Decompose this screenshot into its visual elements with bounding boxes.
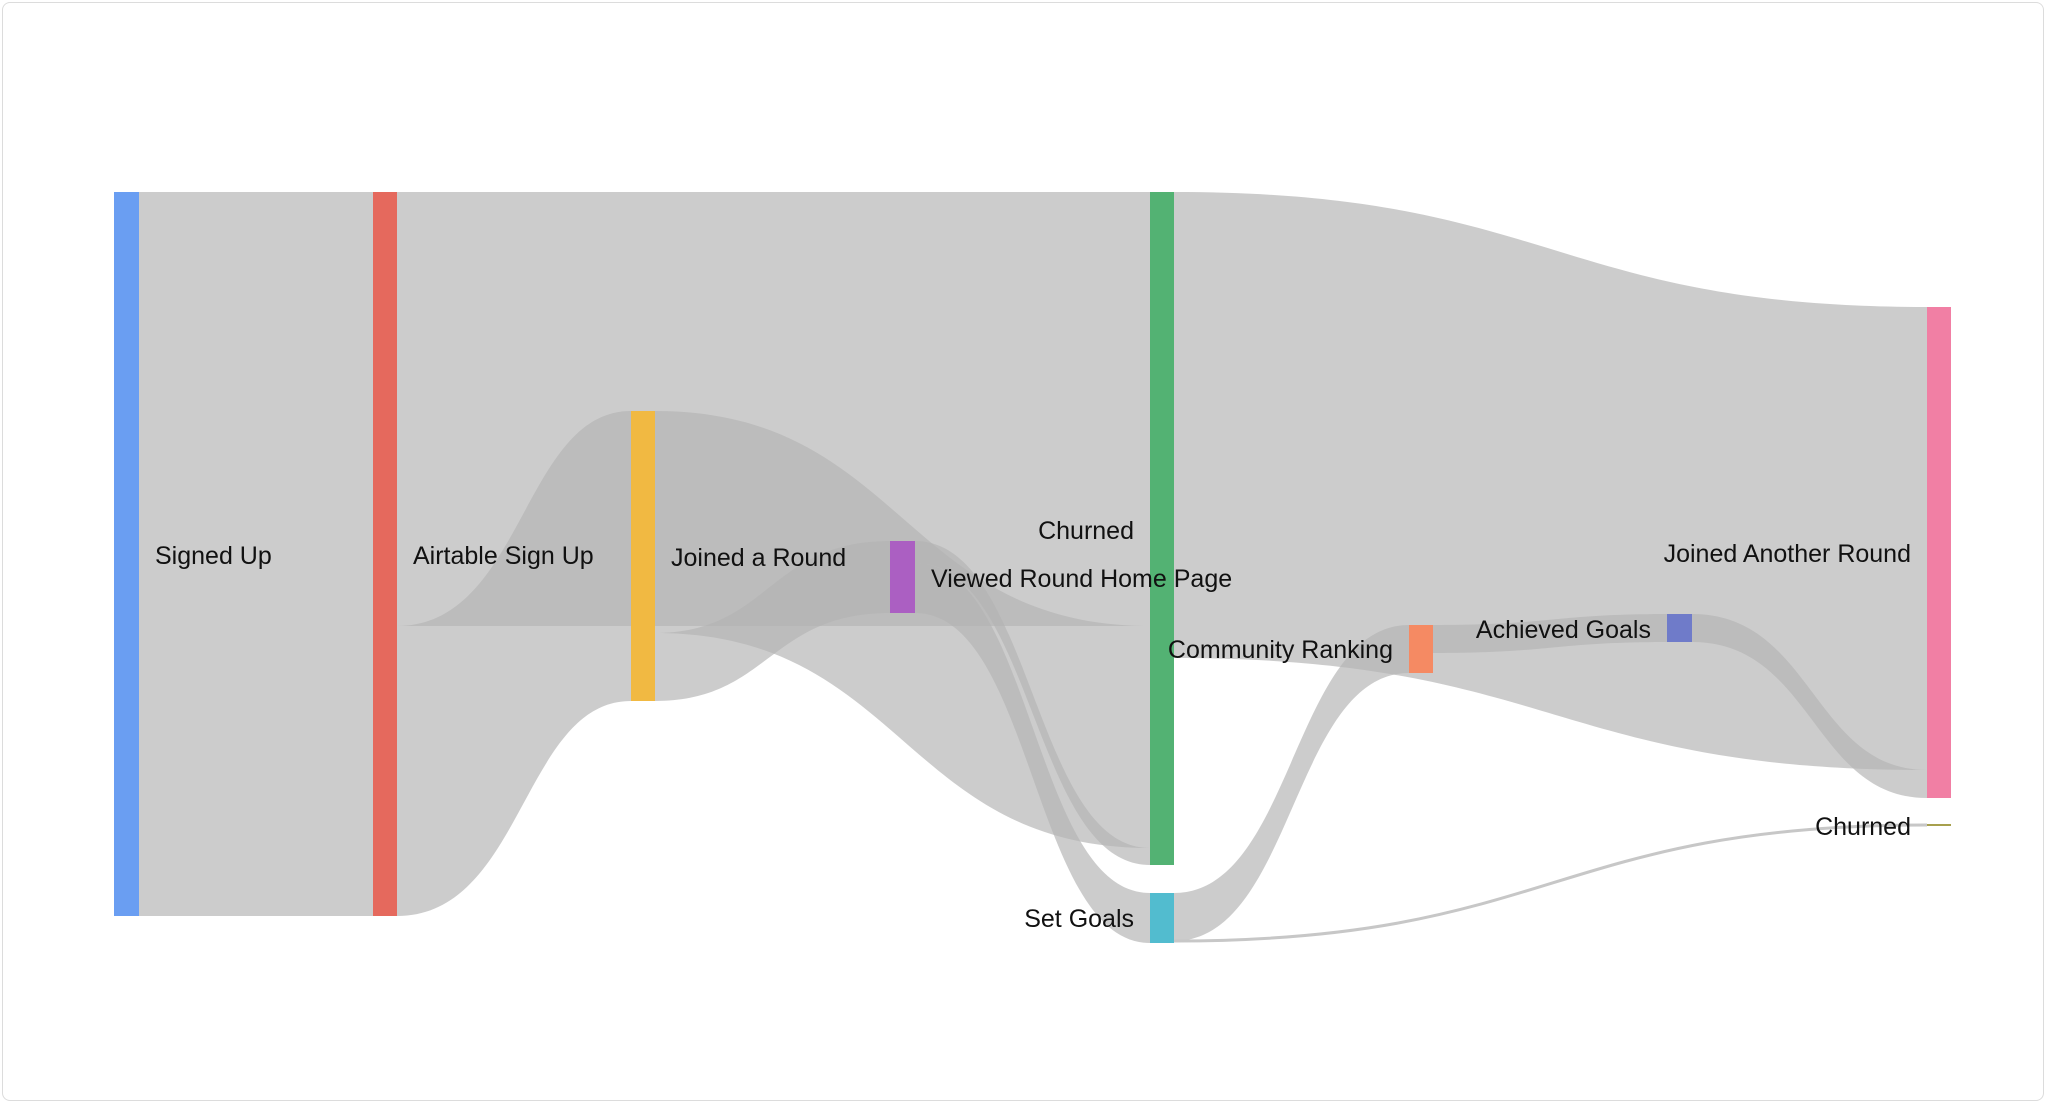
link-joined-round-to-viewed[interactable]: [655, 541, 890, 701]
node-viewed-round-home-page[interactable]: [890, 541, 915, 613]
label-viewed-round-home-page: Viewed Round Home Page: [931, 565, 1232, 593]
label-signed-up: Signed Up: [155, 542, 272, 570]
link-churned-to-joined-another[interactable]: [1174, 192, 1927, 770]
label-community-ranking: Community Ranking: [1168, 636, 1393, 664]
link-airtable-to-joined-round[interactable]: [397, 411, 631, 916]
label-joined-another-round: Joined Another Round: [1664, 540, 1911, 568]
label-achieved-goals: Achieved Goals: [1476, 616, 1651, 644]
link-set-goals-to-churned[interactable]: [1173, 823, 1928, 943]
labels-layer: Signed Up Airtable Sign Up Joined a Roun…: [155, 517, 1911, 933]
label-churned-final: Churned: [1815, 813, 1911, 841]
label-set-goals: Set Goals: [1024, 905, 1134, 933]
node-joined-another-round[interactable]: [1927, 307, 1951, 798]
link-viewed-to-churned[interactable]: [915, 541, 1150, 865]
link-set-goals-to-community-ranking[interactable]: [1174, 625, 1409, 941]
sankey-diagram: Signed Up Airtable Sign Up Joined a Roun…: [114, 192, 1951, 943]
node-churned[interactable]: [1150, 192, 1174, 865]
node-signed-up[interactable]: [114, 192, 139, 916]
node-churned-final[interactable]: [1927, 824, 1951, 826]
node-achieved-goals[interactable]: [1667, 614, 1692, 642]
node-community-ranking[interactable]: [1409, 625, 1433, 673]
link-achieved-to-joined-another[interactable]: [1692, 614, 1927, 798]
link-viewed-to-set-goals[interactable]: [915, 563, 1150, 943]
label-airtable-sign-up: Airtable Sign Up: [413, 542, 594, 570]
node-joined-a-round[interactable]: [631, 411, 655, 701]
link-signed-up-to-airtable[interactable]: [139, 192, 373, 916]
node-airtable-sign-up[interactable]: [373, 192, 397, 916]
label-joined-a-round: Joined a Round: [671, 544, 846, 572]
label-churned: Churned: [1038, 517, 1134, 545]
link-community-ranking-to-achieved[interactable]: [1433, 614, 1667, 653]
nodes-layer: [114, 192, 1951, 943]
node-set-goals[interactable]: [1150, 893, 1174, 943]
links-layer: [139, 192, 1928, 943]
